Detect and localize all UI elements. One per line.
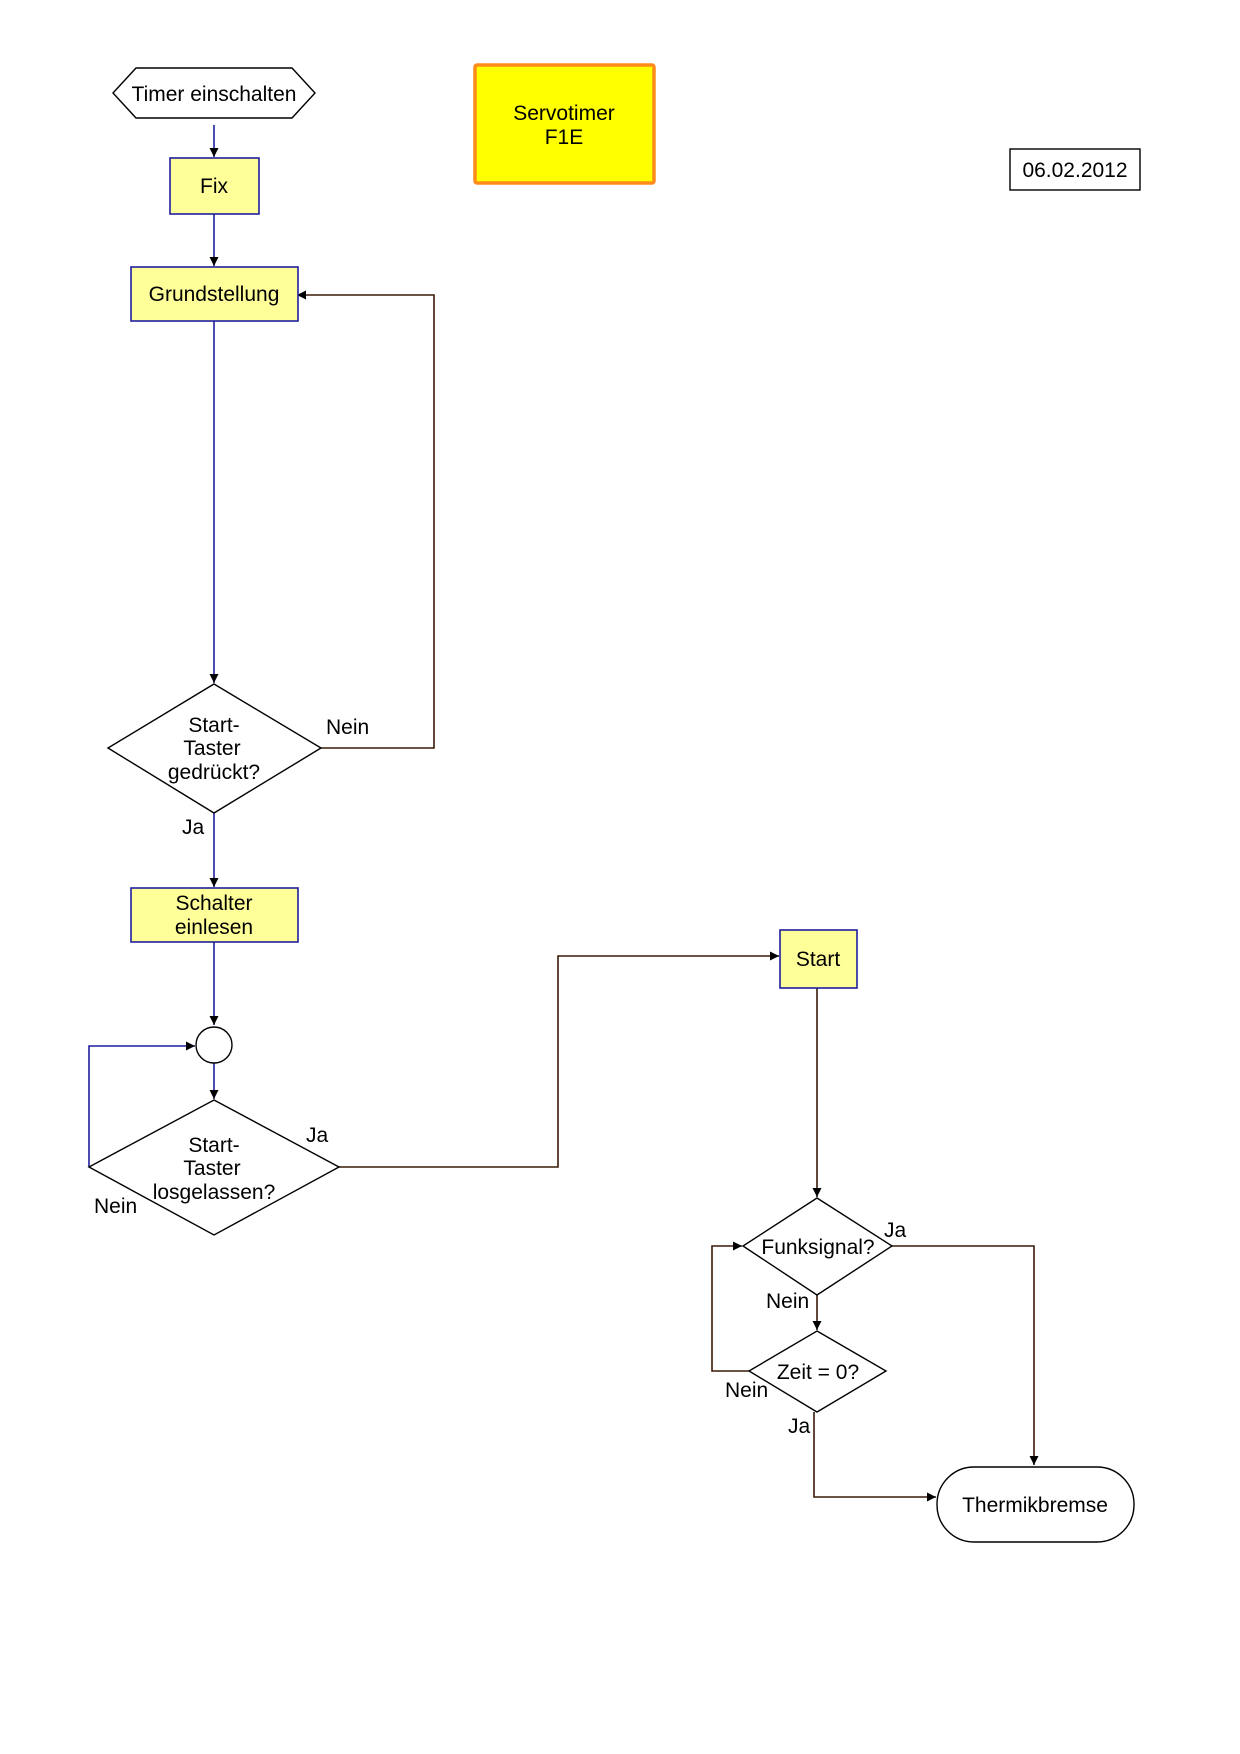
node-start-released-line-1: Start- [188,1134,239,1157]
node-junction [195,1026,233,1064]
date-label: 06.02.2012 [1022,159,1127,182]
node-schalter-einlesen [130,887,299,943]
arrow-start-pressed-no-loop [297,290,435,749]
node-schalter-line-2: einlesen [175,916,253,939]
arrow-start-released-no-loop [88,1041,195,1167]
node-funksignal-label: Funksignal? [761,1236,874,1259]
node-start-label: Start [796,948,841,971]
node-thermikbremse [936,1466,1135,1543]
node-fix-label: Fix [200,175,228,198]
node-schalter-line-1: Schalter [175,892,252,915]
arrow-zeit-yes [813,1412,936,1502]
node-start-pressed-line-3: gedrückt? [168,761,260,784]
title-box [473,63,656,185]
date-box [1009,148,1141,191]
node-grundstellung-label: Grundstellung [149,283,280,306]
node-start [779,929,858,989]
label-funksignal-no: Nein [766,1290,809,1313]
label-zeit-no: Nein [725,1379,768,1402]
node-zeit-label: Zeit = 0? [777,1361,859,1384]
node-grundstellung [130,266,299,322]
node-start-pressed-line-1: Start- [188,714,239,737]
node-zeit-decision [747,1330,888,1413]
node-fix [169,157,260,215]
node-start-pressed-line-2: Taster [183,737,240,760]
node-start-released-line-2: Taster [183,1157,240,1180]
node-start-pressed-decision [106,683,323,814]
label-funksignal-yes: Ja [884,1219,907,1242]
arrow-start-released-yes [339,951,779,1168]
arrow-funksignal-yes [892,1245,1039,1465]
label-zeit-yes: Ja [788,1415,811,1438]
label-start-released-yes: Ja [306,1124,329,1147]
node-timer-einschalten-label: Timer einschalten [132,83,297,106]
title-line-1: Servotimer [513,102,615,125]
node-start-released-line-3: losgelassen? [153,1181,276,1204]
node-thermikbremse-label: Thermikbremse [962,1494,1108,1517]
label-start-pressed-yes: Ja [182,816,205,839]
node-timer-einschalten [112,67,316,119]
title-line-2: F1E [545,126,584,149]
node-funksignal-decision [741,1197,894,1296]
label-start-pressed-no: Nein [326,716,369,739]
arrow-zeit-no-loop [711,1241,749,1372]
node-start-released-decision [87,1099,341,1236]
label-start-released-no: Nein [94,1195,137,1218]
